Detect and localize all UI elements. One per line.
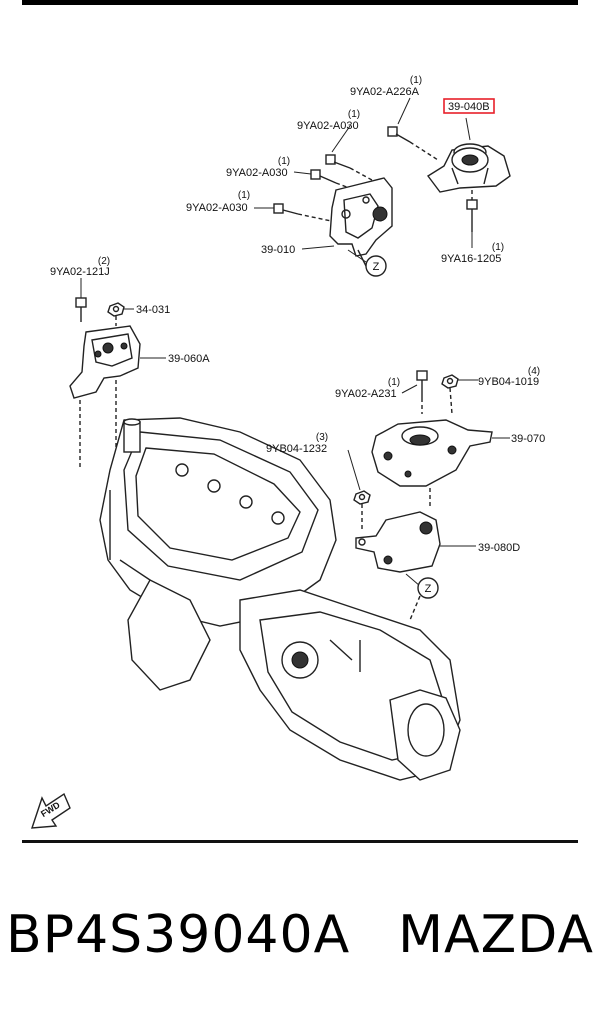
label-mount-39-060a: 39-060A — [168, 353, 210, 365]
footer-caption: BP4S39040A MAZDA — [0, 880, 600, 990]
label-bolt-030a-qty: (1) — [348, 109, 360, 120]
bolt-030c — [273, 203, 337, 223]
label-bolt-a231-qty: (1) — [388, 377, 400, 388]
label-mount-39-040b: 39-040B — [448, 101, 490, 113]
label-nut-1019: 9YB04-1019 — [478, 376, 539, 388]
engine-transmission-assembly — [99, 417, 461, 781]
reference-z-upper: Z — [347, 249, 387, 277]
bolt-030a — [325, 154, 373, 181]
part-labels: (1) 9YA02-A226A 39-040B (1) 9YA02-A030 (… — [50, 75, 545, 554]
ref-z-upper-label: Z — [373, 261, 380, 273]
part-number: BP4S39040A — [6, 905, 351, 965]
label-bolt-1205-qty: (1) — [492, 242, 504, 253]
bolt-1205 — [466, 190, 478, 232]
leader-lines — [80, 97, 510, 547]
label-bolt-1205: 9YA16-1205 — [441, 253, 501, 265]
nut-34-031 — [107, 302, 125, 326]
label-bolt-030a: 9YA02-A030 — [297, 120, 359, 132]
brand-name: MAZDA — [398, 905, 594, 965]
top-rule — [22, 0, 578, 5]
right-mount-group: Z — [347, 370, 493, 621]
nut-1019 — [441, 374, 459, 415]
bolt-a231 — [416, 370, 428, 414]
label-bolt-030c-qty: (1) — [238, 190, 250, 201]
label-mount-39-070: 39-070 — [511, 433, 545, 445]
label-nut-1019-qty: (4) — [528, 366, 540, 377]
label-bolt-030b: 9YA02-A030 — [226, 167, 288, 179]
label-bolt-030c: 9YA02-A030 — [186, 202, 248, 214]
label-bracket-39-010: 39-010 — [261, 244, 295, 256]
label-nut-34-031: 34-031 — [136, 304, 170, 316]
bolt-121j — [75, 297, 87, 322]
reference-z-lower: Z — [409, 577, 439, 621]
bottom-rule — [22, 840, 578, 843]
label-bolt-121j-qty: (2) — [98, 256, 110, 267]
nut-1232 — [347, 449, 371, 530]
left-mount-group — [69, 297, 141, 470]
mount-39-060a — [69, 325, 141, 470]
bracket-39-080d — [355, 511, 441, 587]
mount-39-070 — [371, 419, 493, 508]
ref-z-lower-label: Z — [425, 583, 432, 595]
label-bolt-030b-qty: (1) — [278, 156, 290, 167]
label-bolt-121j: 9YA02-121J — [50, 266, 110, 278]
label-bolt-226a: 9YA02-A226A — [350, 86, 420, 98]
label-nut-1232: 9YB04-1232 — [266, 443, 327, 455]
label-bracket-39-080d: 39-080D — [478, 542, 520, 554]
label-nut-1232-qty: (3) — [316, 432, 328, 443]
fwd-arrow: FWD — [31, 792, 71, 829]
exploded-parts-diagram: Z — [31, 75, 545, 829]
bolt-226a — [387, 126, 439, 161]
highlight-box-39-040b — [443, 98, 495, 114]
label-bolt-a231: 9YA02-A231 — [335, 388, 397, 400]
label-bolt-226a-qty: (1) — [410, 75, 422, 86]
mount-39-040b — [426, 117, 511, 193]
bracket-39-010 — [329, 177, 393, 267]
